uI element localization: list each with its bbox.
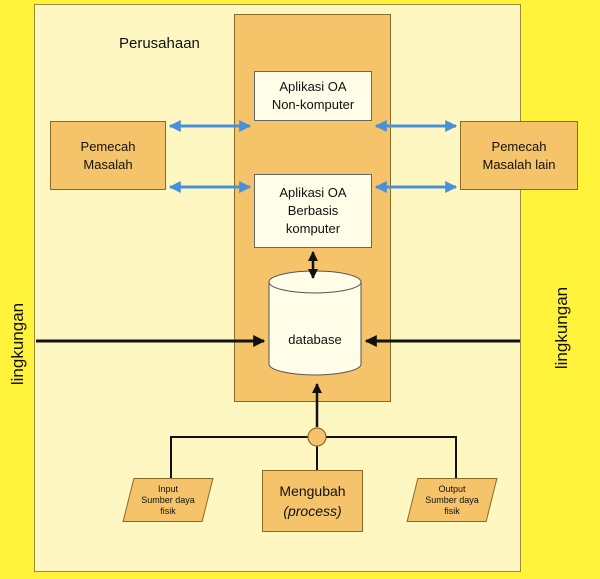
line-input-branch xyxy=(170,436,308,478)
output-resources-box: Output Sumber daya fisik xyxy=(406,478,498,522)
problem-solver-box: Pemecah Masalah xyxy=(50,121,166,190)
oa-non-computer-line1: Aplikasi OA xyxy=(279,79,347,94)
oa-computer-line1: Aplikasi OA xyxy=(279,185,347,200)
input-line1: Input xyxy=(157,483,179,494)
input-line3: fisik xyxy=(160,505,176,516)
process-label: (process) xyxy=(283,503,342,519)
oa-computer-box: Aplikasi OA Berbasis komputer xyxy=(254,174,372,248)
oa-computer-line3: komputer xyxy=(285,221,341,236)
company-label: Perusahaan xyxy=(119,35,200,52)
line-output-branch xyxy=(326,436,457,478)
other-problem-solver-line2: Masalah lain xyxy=(482,156,556,172)
input-resources-box: Input Sumber daya fisik xyxy=(122,478,214,522)
problem-solver-line2: Masalah xyxy=(83,156,133,172)
oa-non-computer-box: Aplikasi OA Non-komputer xyxy=(254,71,372,121)
oa-non-computer-line2: Non-komputer xyxy=(271,97,355,112)
output-text: Output Sumber daya fisik xyxy=(412,478,492,522)
input-line2: Sumber daya xyxy=(141,494,195,505)
other-problem-solver-box: Pemecah Masalah lain xyxy=(460,121,578,190)
transform-label: Mengubah xyxy=(279,483,346,499)
output-line2: Sumber daya xyxy=(425,494,479,505)
junction-node xyxy=(307,427,327,447)
database-cylinder-icon xyxy=(268,270,362,376)
problem-solver-line1: Pemecah xyxy=(80,138,136,154)
input-text: Input Sumber daya fisik xyxy=(128,478,208,522)
output-line1: Output xyxy=(438,483,466,494)
transform-process-box: Mengubah (process) xyxy=(262,470,363,532)
database-label: database xyxy=(288,332,342,347)
output-line3: fisik xyxy=(444,505,460,516)
oa-computer-line2: Berbasis xyxy=(287,203,339,218)
other-problem-solver-line1: Pemecah xyxy=(491,138,547,154)
